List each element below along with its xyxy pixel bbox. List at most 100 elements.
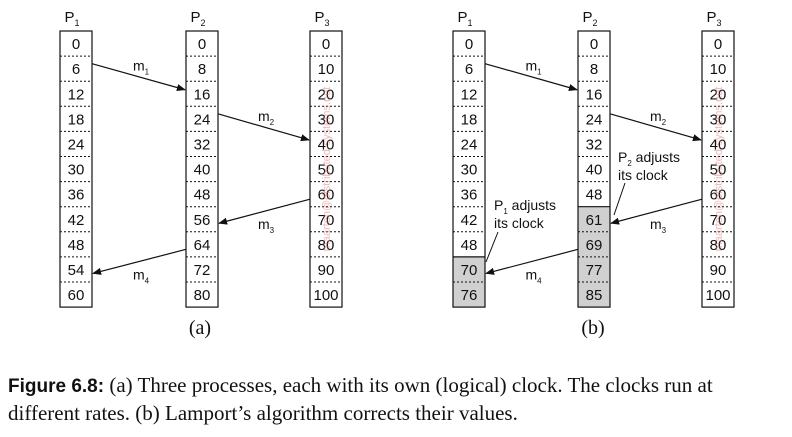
clock-value: 54 (68, 262, 85, 279)
clock-value: 20 (710, 86, 727, 103)
clock-value: 20 (318, 86, 335, 103)
shaded-cell (453, 256, 485, 282)
clock-value: 70 (318, 212, 335, 229)
message-arrow-m3 (610, 198, 703, 225)
panel-a: P106121824303642485460P20816243240485664… (59, 9, 343, 339)
process-column-p3: P30102030405060708090100maarten@distribu… (309, 9, 343, 308)
message-label-m4: m4 (133, 266, 150, 285)
annotation-its-clock: its clock (618, 167, 669, 183)
clock-column-frame (185, 30, 219, 308)
lamport-clock-figure: P106121824303642485460P20816243240485664… (59, 9, 735, 339)
message-label-m3: m3 (258, 216, 275, 235)
clock-value: 56 (194, 212, 211, 229)
annotation-pointer (485, 231, 499, 263)
panel-label: (a) (189, 317, 211, 339)
clock-value: 80 (710, 237, 727, 254)
caption-label: Figure 6.8: (8, 376, 105, 397)
clock-value: 0 (322, 36, 330, 53)
clock-value: 42 (68, 212, 85, 229)
message-arrow-m1 (484, 63, 578, 92)
clock-value: 90 (318, 262, 335, 279)
message-arrow-m3 (218, 198, 311, 225)
process-label: P3 (314, 9, 329, 28)
clock-value: 8 (198, 61, 206, 78)
process-label: P2 (582, 9, 597, 28)
clock-value: 76 (461, 287, 478, 304)
annotation-pointer (613, 182, 626, 216)
shaded-cell (578, 206, 610, 232)
clock-value: 30 (318, 111, 335, 128)
clock-value: 100 (313, 287, 338, 304)
message-arrow-m2 (217, 113, 310, 142)
message-arrow-m4 (92, 248, 187, 275)
annotation-adjusts: P1 adjusts (494, 197, 556, 216)
process-column-p3: P30102030405060708090100maarten@distribu… (701, 9, 735, 308)
clock-value: 61 (586, 212, 603, 229)
clock-value: 24 (586, 111, 603, 128)
process-label: P1 (457, 9, 472, 28)
clock-value: 85 (586, 287, 603, 304)
clock-value: 32 (586, 136, 603, 153)
clock-value: 32 (194, 136, 211, 153)
panel-label: (b) (581, 317, 604, 339)
clock-column-frame (452, 30, 486, 308)
panel-b: P106121824303642487076P20816243240486169… (452, 9, 735, 339)
clock-value: 24 (461, 136, 478, 153)
shaded-cell (578, 256, 610, 282)
clock-value: 0 (72, 36, 80, 53)
clock-value: 70 (461, 262, 478, 279)
figure-caption: Figure 6.8: (a) Three processes, each wi… (8, 372, 788, 426)
clock-value: 40 (194, 162, 211, 179)
clock-value: 30 (68, 162, 85, 179)
clock-value: 50 (318, 162, 335, 179)
clock-value: 60 (710, 187, 727, 204)
clock-value: 30 (710, 111, 727, 128)
clock-column-frame (59, 30, 93, 308)
clock-value: 90 (710, 262, 727, 279)
clock-value: 48 (461, 237, 478, 254)
clock-value: 42 (461, 212, 478, 229)
caption-text: (a) Three processes, each with its own (… (8, 373, 713, 425)
message-label-m1: m1 (133, 58, 150, 77)
annotation-adjusts: P2 adjusts (618, 149, 680, 168)
clock-value: 18 (461, 111, 478, 128)
clock-value: 60 (68, 287, 85, 304)
clock-value: 50 (710, 162, 727, 179)
clock-value: 0 (714, 36, 722, 53)
message-label-m1: m1 (526, 58, 543, 77)
clock-value: 48 (194, 187, 211, 204)
process-label: P3 (706, 9, 721, 28)
clock-value: 60 (318, 187, 335, 204)
clock-value: 10 (710, 61, 727, 78)
clock-value: 48 (586, 187, 603, 204)
message-arrow-m2 (609, 113, 702, 142)
clock-value: 0 (590, 36, 598, 53)
clock-column-frame (577, 30, 611, 308)
process-label: P2 (190, 9, 205, 28)
clock-value: 80 (318, 237, 335, 254)
clock-value: 30 (461, 162, 478, 179)
clock-value: 48 (68, 237, 85, 254)
clock-value: 12 (461, 86, 478, 103)
clock-column-frame (309, 30, 343, 308)
clock-value: 64 (194, 237, 211, 254)
clock-value: 100 (705, 287, 730, 304)
clock-value: 16 (586, 86, 603, 103)
clock-column-frame (701, 30, 735, 308)
message-label-m4: m4 (526, 266, 543, 285)
clock-value: 24 (68, 136, 85, 153)
clock-value: 80 (194, 287, 211, 304)
shaded-cell (578, 282, 610, 308)
clock-value: 72 (194, 262, 211, 279)
annotation-its-clock: its clock (494, 215, 545, 231)
message-label-m3: m3 (650, 216, 667, 235)
clock-value: 40 (586, 162, 603, 179)
clock-value: 8 (590, 61, 598, 78)
clock-value: 36 (68, 187, 85, 204)
message-label-m2: m2 (650, 108, 667, 127)
clock-value: 0 (465, 36, 473, 53)
